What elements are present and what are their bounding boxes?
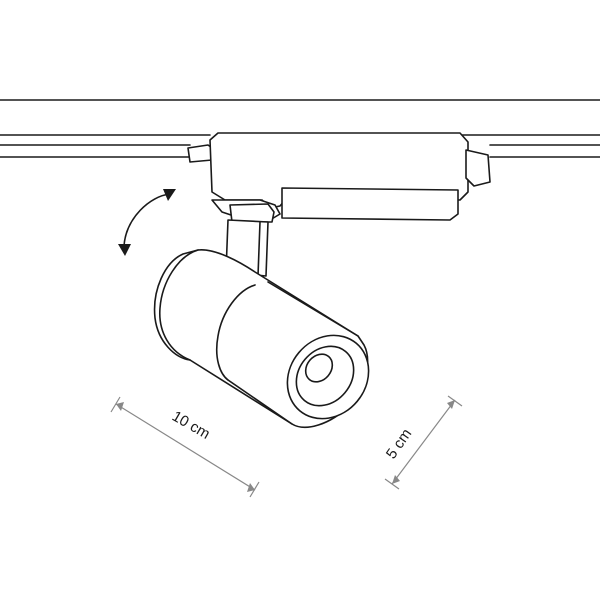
diameter-dimension: 5 cm <box>383 395 463 490</box>
front-ring <box>286 334 370 420</box>
length-dimension: 10 cm <box>110 396 260 498</box>
rotation-arrow-icon <box>118 189 176 256</box>
diameter-label: 5 cm <box>383 426 416 462</box>
track-rail <box>0 99 600 158</box>
length-label: 10 cm <box>169 408 213 443</box>
track-adapter <box>187 132 491 223</box>
